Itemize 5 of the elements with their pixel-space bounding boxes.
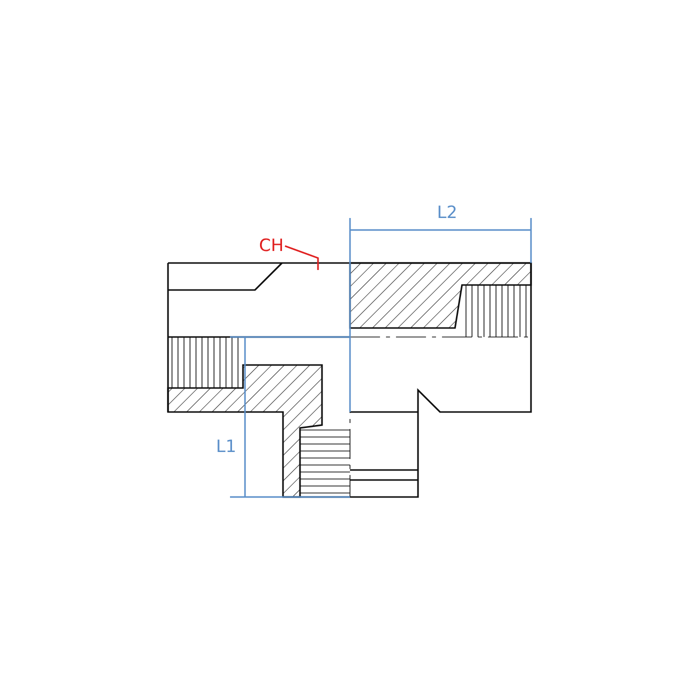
leader-line [284, 245, 319, 270]
tee-fitting-drawing [167, 262, 532, 498]
callout-label: CH [259, 236, 284, 256]
dimension-label: L1 [216, 437, 236, 457]
dimension-label: L2 [437, 203, 458, 223]
